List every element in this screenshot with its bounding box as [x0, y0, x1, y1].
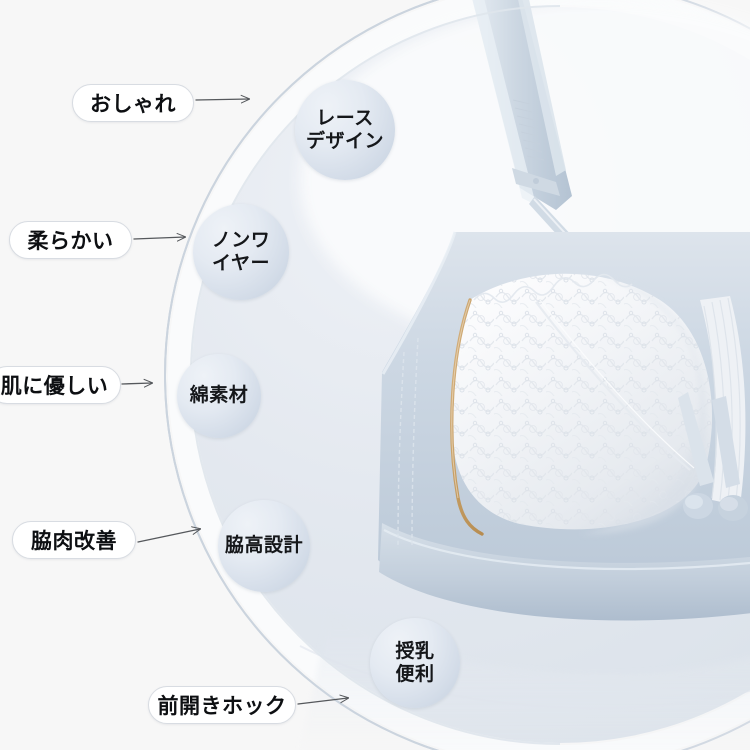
callout-pill-side-flesh-improvement[interactable]: 脇肉改善: [12, 521, 136, 559]
badge-line: イヤー: [212, 252, 270, 274]
badge-line: 授乳: [395, 639, 435, 662]
badge-line: 綿素材: [189, 384, 249, 407]
badge-line: 便利: [395, 663, 435, 685]
badge-line: レース: [316, 106, 374, 129]
callout-pill-gentle-on-skin[interactable]: 肌に優しい: [0, 366, 121, 404]
badge-non-wire[interactable]: ノンワ イヤー: [193, 204, 289, 300]
badge-lace-design[interactable]: レース デザイン: [295, 80, 395, 180]
callout-pill-front-open-hook[interactable]: 前開きホック: [148, 686, 296, 724]
badge-line: 脇高設計: [224, 534, 303, 557]
badge-nursing-convenient[interactable]: 授乳 便利: [370, 618, 460, 708]
badge-line: ノンワ: [211, 228, 271, 251]
badge-cotton-material[interactable]: 綿素材: [177, 354, 261, 438]
callout-pill-soft[interactable]: 柔らかい: [9, 221, 132, 259]
badge-high-side-design[interactable]: 脇高設計: [218, 500, 310, 592]
callout-pill-stylish[interactable]: おしゃれ: [72, 84, 194, 122]
badge-line: デザイン: [305, 130, 384, 152]
